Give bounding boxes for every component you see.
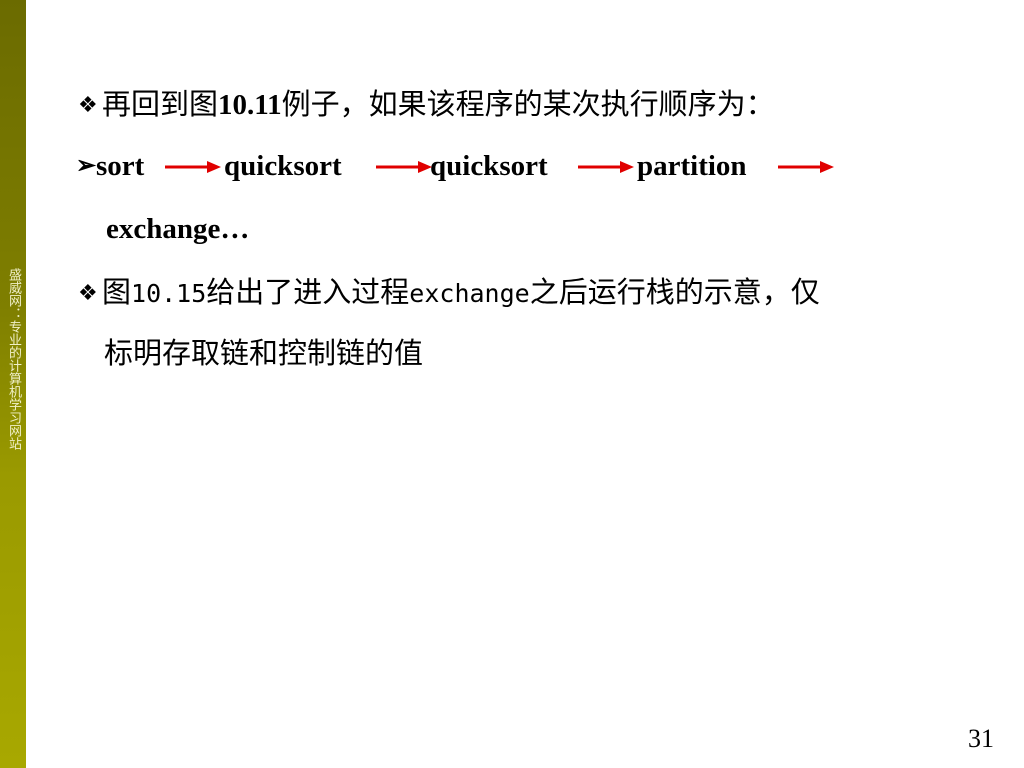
bullet-line-3-continuation: 标明存取链和控制链的值: [104, 338, 424, 370]
line3-text-e: 之后运行栈的示意，仅: [529, 277, 820, 309]
bullet-line-2: ➢sort quicksort quicksort partition: [76, 149, 747, 183]
line3-text-c: 给出了进入过程: [206, 277, 410, 309]
line3-text-a: 图: [102, 277, 132, 309]
arrowhead-bullet-icon: ➢: [76, 153, 97, 179]
call-step-quicksort-2: quicksort: [430, 150, 548, 182]
sidebar-watermark-text: 盛威网：专业的计算机学习网站: [6, 268, 21, 450]
red-arrow-icon: [376, 161, 432, 173]
red-arrow-icon: [778, 161, 834, 173]
line1-text-a: 再回到图: [102, 89, 219, 121]
bullet-line-3: ❖图10.15给出了进入过程exchange之后运行栈的示意，仅: [78, 276, 820, 311]
call-sequence-continuation: exchange…: [106, 213, 250, 245]
page-number: 31: [968, 724, 994, 753]
diamond-bullet-icon: ❖: [78, 280, 98, 305]
line1-figure-ref: 10.11: [218, 89, 282, 121]
call-step-quicksort-1: quicksort: [224, 150, 342, 182]
red-arrow-icon: [165, 161, 221, 173]
call-step-sort: sort: [96, 150, 145, 182]
call-step-partition: partition: [637, 150, 747, 182]
red-arrow-icon: [578, 161, 634, 173]
line1-text-c: 例子，如果该程序的某次执行顺序为：: [281, 89, 775, 121]
line3-procedure-name: exchange: [409, 279, 530, 308]
sidebar-band: 盛威网：专业的计算机学习网站: [0, 0, 26, 768]
diamond-bullet-icon: ❖: [78, 92, 98, 117]
line3-figure-ref: 10.15: [131, 279, 207, 308]
bullet-line-1: ❖再回到图10.11例子，如果该程序的某次执行顺序为：: [78, 88, 775, 122]
